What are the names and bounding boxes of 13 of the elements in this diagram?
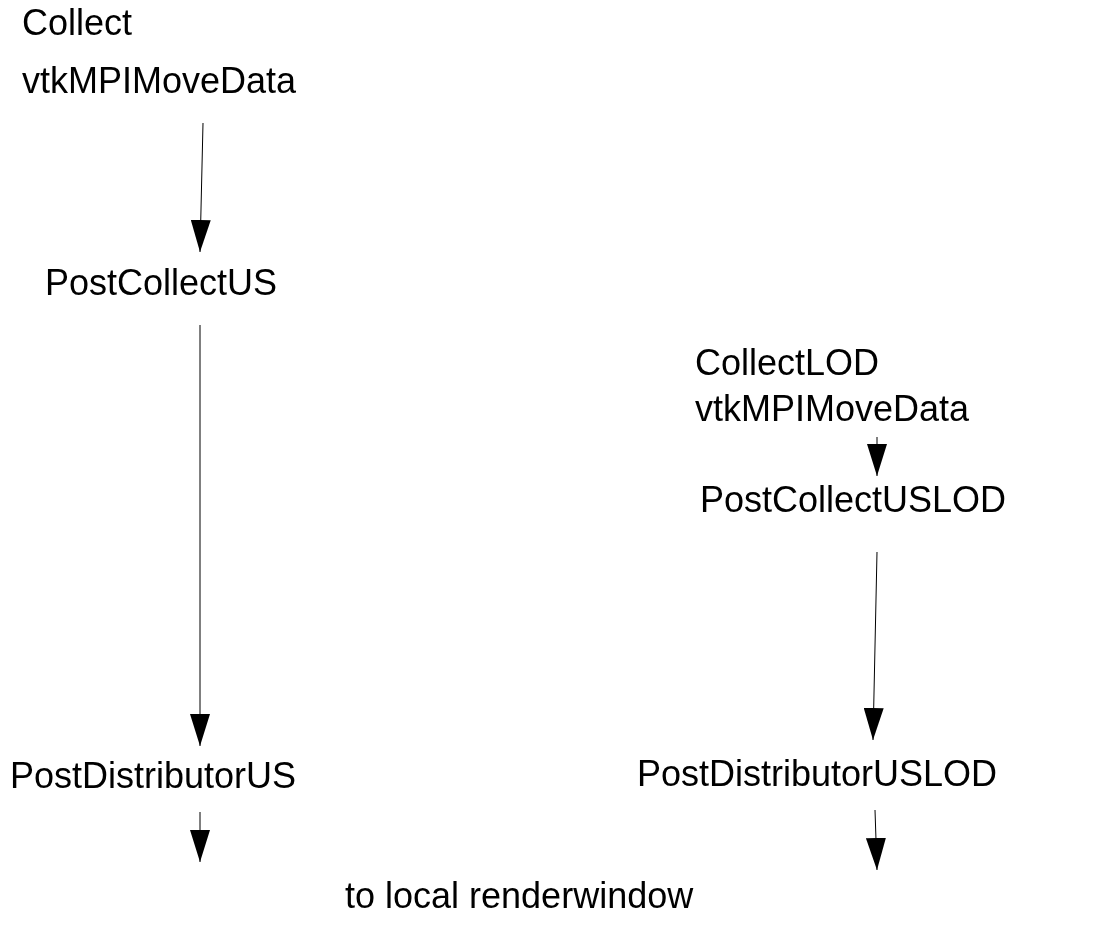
node-label: Collect vtkMPIMoveData: [22, 0, 392, 110]
node-label: PostDistributorUS: [10, 754, 297, 798]
arrow: [867, 436, 887, 477]
arrow: [863, 551, 884, 741]
node-label: PostCollectUSLOD: [700, 478, 1007, 522]
node-label: PostDistributorUSLOD: [637, 752, 998, 796]
arrow: [865, 809, 886, 871]
arrow: [190, 122, 211, 253]
node-label: PostCollectUS: [45, 261, 278, 305]
node-label: CollectLOD vtkMPIMoveData: [695, 340, 1065, 432]
arrow: [190, 811, 210, 863]
arrow: [190, 324, 210, 747]
note-text: to local renderwindow: [345, 874, 694, 918]
